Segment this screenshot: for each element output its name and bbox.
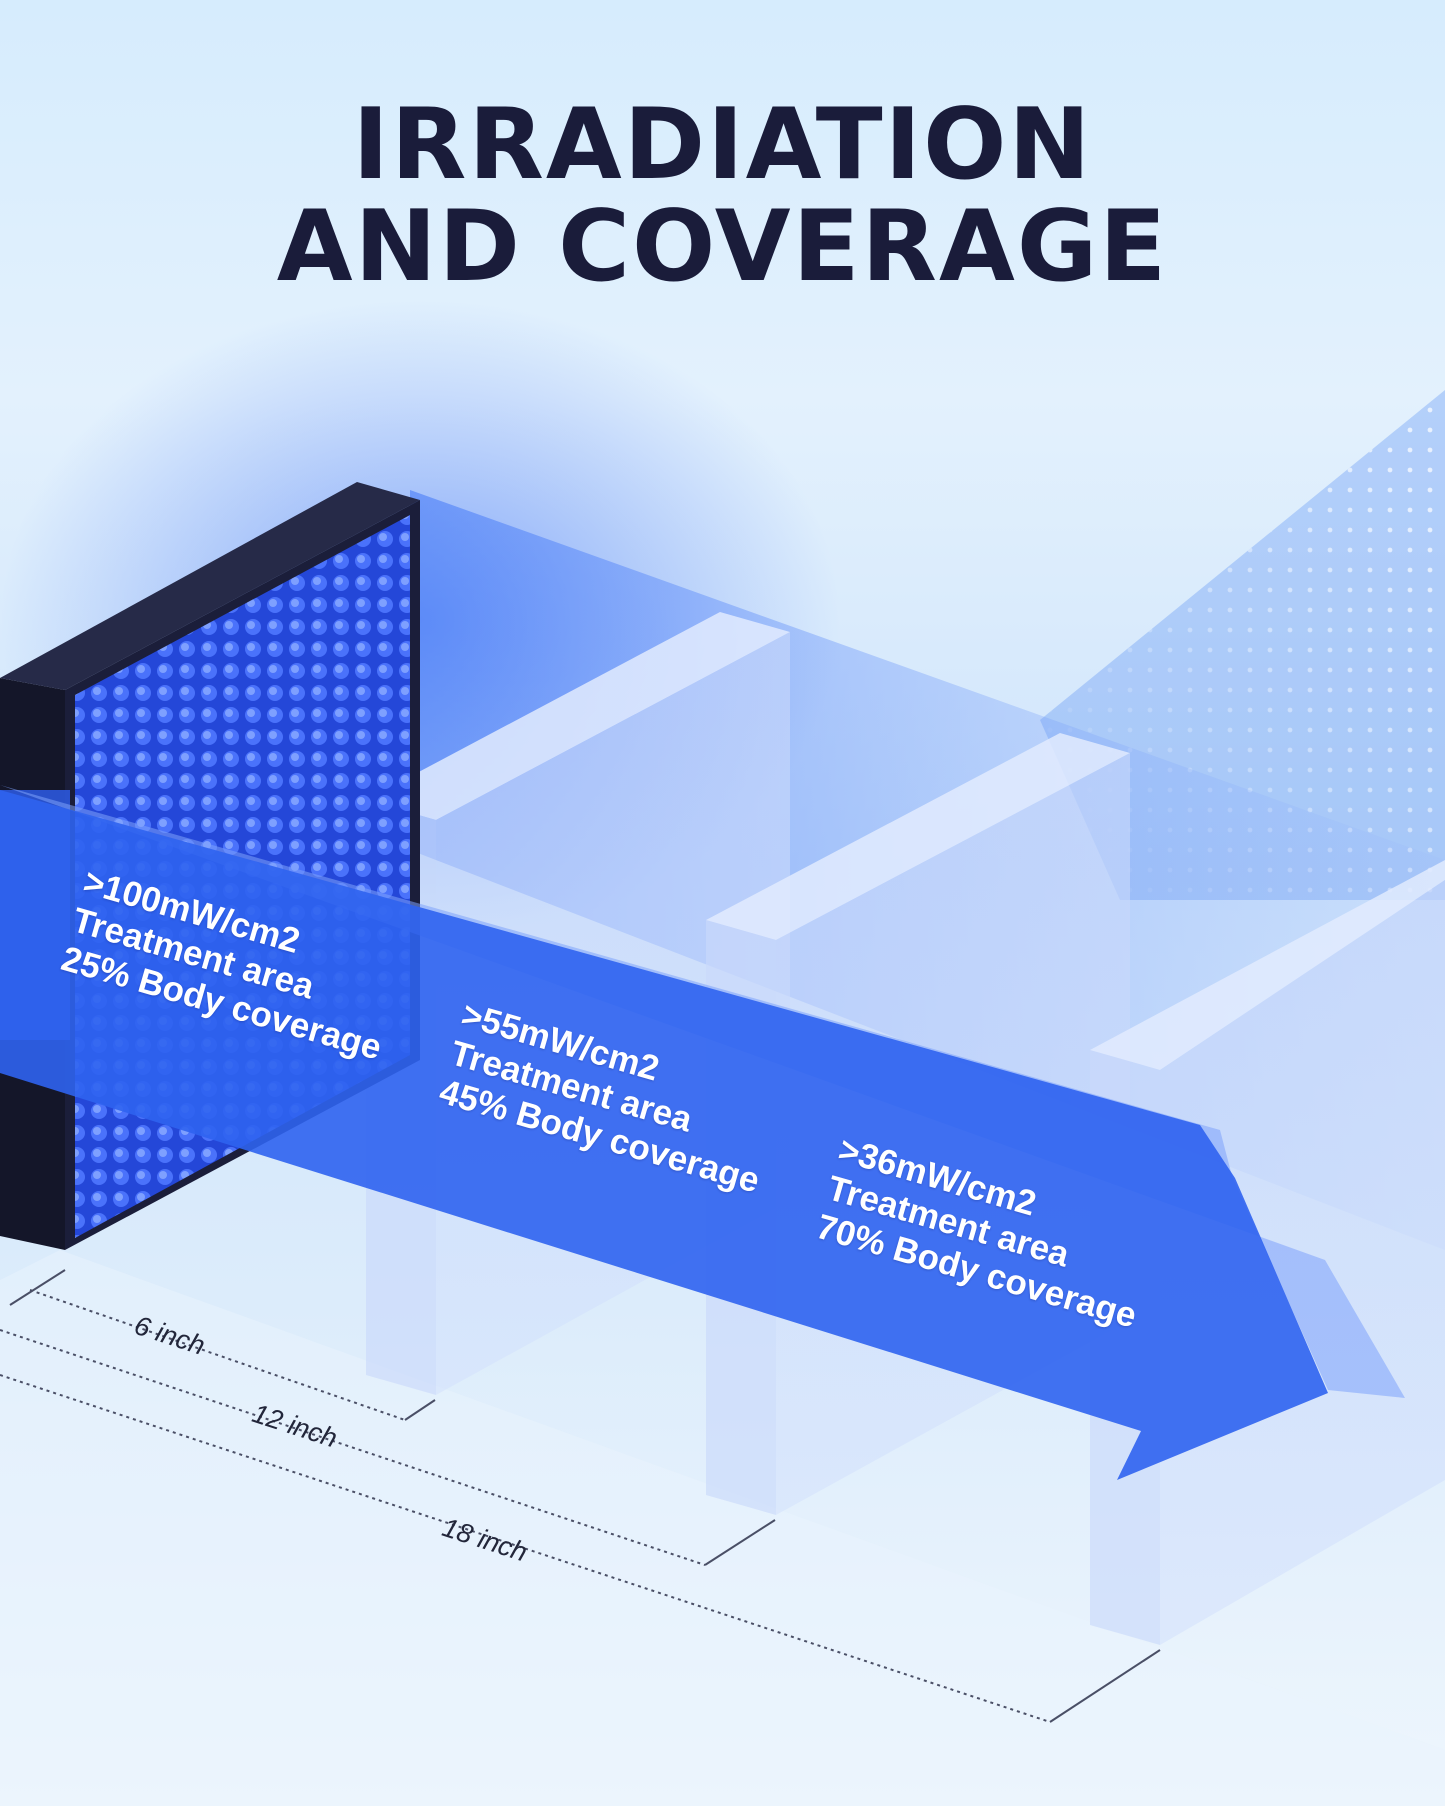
page-title-line-2: AND COVERAGE	[276, 190, 1169, 304]
treatment-arrow	[0, 785, 1405, 1480]
page-title-line-1: IRRADIATION	[352, 88, 1093, 202]
distance-dimension-lines	[0, 1269, 1161, 1723]
